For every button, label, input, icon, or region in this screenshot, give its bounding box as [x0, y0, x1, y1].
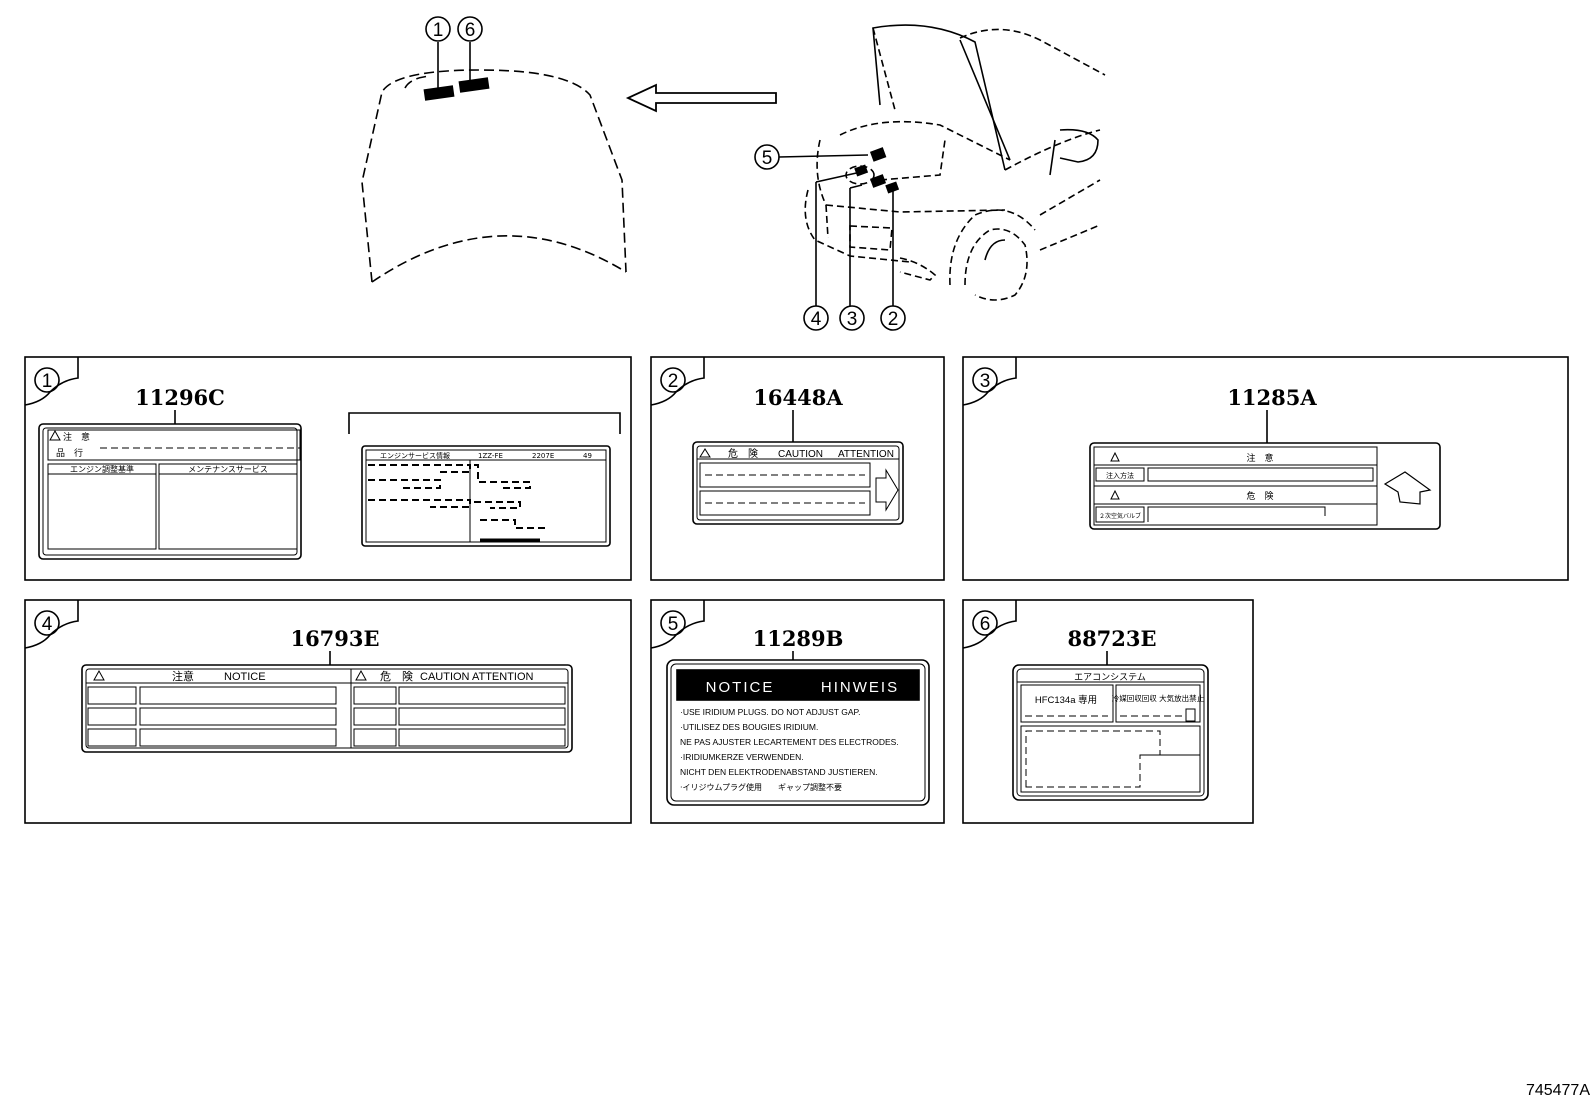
label-11296C-b: エンジンサービス情報 1ZZ-FE 2207E 49 [361, 445, 611, 547]
svg-text:·IRIDIUMKERZE VERWENDEN.: ·IRIDIUMKERZE VERWENDEN. [680, 752, 804, 762]
svg-text:·UTILISEZ DES BOUGIES IRIDIUM.: ·UTILISEZ DES BOUGIES IRIDIUM. [680, 722, 818, 732]
svg-text:CAUTION: CAUTION [778, 449, 823, 460]
callout-1-top: 1 [425, 16, 451, 42]
svg-text:注意: 注意 [172, 669, 194, 683]
engine-label-5-marker [869, 147, 887, 162]
label-16793E: 注意 NOTICE 危 険 CAUTION ATTENTION [81, 664, 573, 753]
panel-6: 6 88723E エアコンシステム HFC134a 専用 冷媒回収回収 大気放出… [962, 599, 1254, 824]
svg-text:4: 4 [811, 309, 822, 330]
panel-3: 3 11285A 注 意 注入方法 危 険 ２次空気バルブ [962, 356, 1569, 581]
svg-text:ATTENTION: ATTENTION [838, 449, 894, 460]
svg-text:メンテナンスサービス: メンテナンスサービス [188, 465, 268, 474]
panel-5-number: 5 [668, 614, 679, 635]
svg-text:2207E: 2207E [532, 452, 554, 460]
svg-text:NE PAS AJUSTER LECARTEMENT DES: NE PAS AJUSTER LECARTEMENT DES ELECTRODE… [680, 737, 899, 747]
panel-3-number: 3 [980, 371, 991, 392]
svg-text:6: 6 [465, 20, 476, 41]
svg-text:危 険: 危 険 [380, 670, 413, 683]
label-16448A: 危 険 CAUTION ATTENTION [692, 441, 904, 525]
svg-text:注 意: 注 意 [63, 431, 90, 443]
svg-text:HFC134a 専用: HFC134a 専用 [1035, 694, 1097, 706]
svg-text:２次空気バルブ: ２次空気バルブ [1099, 512, 1141, 520]
svg-text:3: 3 [847, 309, 858, 330]
panel-6-part-number: 88723E [1067, 626, 1156, 651]
svg-text:冷媒回収回収 大気放出禁止: 冷媒回収回収 大気放出禁止 [1112, 693, 1205, 703]
panel-6-number: 6 [980, 614, 991, 635]
svg-text:CAUTION ATTENTION: CAUTION ATTENTION [420, 671, 534, 683]
svg-text:エンジンサービス情報: エンジンサービス情報 [380, 451, 450, 460]
panel-2-part-number: 16448A [753, 385, 843, 410]
direction-arrow [625, 83, 777, 113]
label-11289B: NOTICE HINWEIS ·USE IRIDIUM PLUGS. DO NO… [666, 659, 930, 806]
panel-4-number: 4 [42, 614, 53, 635]
svg-text:1: 1 [433, 20, 444, 41]
callout-5-top: 5 [754, 144, 780, 170]
callout-6-top: 6 [457, 16, 483, 42]
engine-label-4-marker [854, 164, 869, 177]
svg-text:NICHT DEN ELEKTRODENABSTAND JU: NICHT DEN ELEKTRODENABSTAND JUSTIEREN. [680, 767, 878, 777]
panel-4-part-number: 16793E [290, 626, 379, 651]
callout-3-top: 3 [839, 305, 865, 331]
svg-text:5: 5 [762, 148, 773, 169]
label-88723E: エアコンシステム HFC134a 専用 冷媒回収回収 大気放出禁止 [1012, 664, 1209, 801]
svg-text:·イリジウムプラグ使用 ギャップ調整不要: ·イリジウムプラグ使用 ギャップ調整不要 [680, 782, 842, 792]
svg-text:NOTICE: NOTICE [224, 671, 266, 683]
hood-drawing [361, 42, 627, 283]
svg-text:NOTICE: NOTICE [706, 679, 775, 696]
svg-text:危 険: 危 険 [1246, 490, 1273, 502]
car-front-drawing [778, 24, 1106, 306]
panel-4: 4 16793E 注意 NOTICE 危 険 CAUTION ATTENTION [24, 599, 632, 824]
panel-3-part-number: 11285A [1227, 385, 1317, 410]
svg-text:2: 2 [888, 309, 899, 330]
svg-text:注入方法: 注入方法 [1106, 471, 1134, 480]
label-11285A: 注 意 注入方法 危 険 ２次空気バルブ [1089, 442, 1441, 530]
label-11296C-a: 注 意 品 行 エンジン調整基準 メンテナンスサービス [38, 423, 302, 560]
engine-label-3-marker [869, 174, 887, 188]
hood-label-1-marker [423, 85, 455, 101]
svg-text:·USE IRIDIUM PLUGS. DO NOT AD: ·USE IRIDIUM PLUGS. DO NOT ADJUST GAP. [680, 707, 860, 717]
panel-1: 1 11296C 注 意 品 行 エンジン調整基準 メンテナンスサービス エンジ… [24, 356, 632, 581]
svg-text:エンジン調整基準: エンジン調整基準 [70, 464, 134, 474]
svg-text:危 険: 危 険 [728, 448, 758, 460]
engine-label-2-marker [885, 181, 900, 194]
panel-2: 2 16448A 危 険 CAUTION ATTENTION [650, 356, 945, 581]
panel-1-part-number: 11296C [135, 385, 225, 410]
hood-label-6-marker [458, 77, 490, 93]
svg-text:1ZZ-FE: 1ZZ-FE [478, 452, 503, 460]
svg-text:エアコンシステム: エアコンシステム [1074, 672, 1146, 683]
panel-1-number: 1 [42, 371, 53, 392]
panel-2-number: 2 [668, 371, 679, 392]
callout-4-top: 4 [803, 305, 829, 331]
svg-text:注 意: 注 意 [1246, 452, 1273, 464]
svg-text:HINWEIS: HINWEIS [821, 679, 899, 696]
panel-5-part-number: 11289B [753, 626, 844, 651]
diagram-id: 745477A [1526, 1082, 1590, 1099]
svg-text:49: 49 [583, 452, 592, 460]
panel-5: 5 11289B NOTICE HINWEIS ·USE IRIDIUM PLU… [650, 599, 945, 824]
callout-2-top: 2 [880, 305, 906, 331]
svg-text:品 行: 品 行 [56, 447, 83, 459]
